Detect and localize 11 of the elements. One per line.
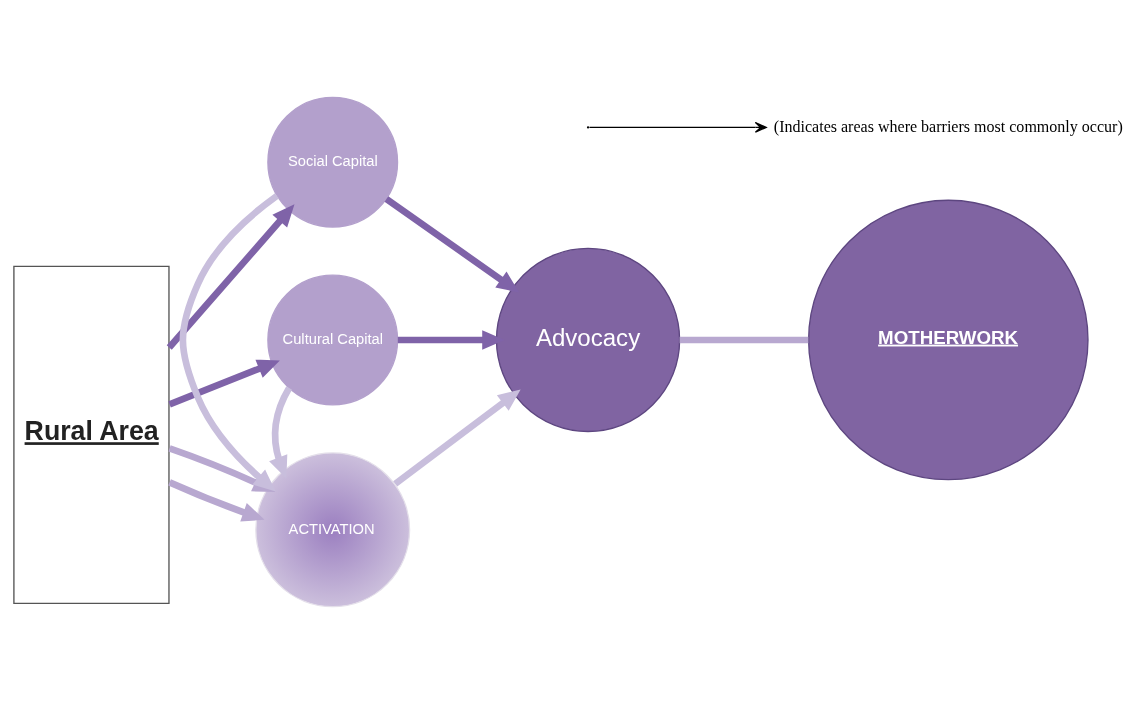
node-box: Rural Area bbox=[13, 265, 170, 604]
arrow bbox=[397, 330, 505, 350]
arrow bbox=[166, 204, 295, 350]
node-circle: MOTHERWORK bbox=[807, 199, 1089, 481]
arrow bbox=[384, 196, 520, 293]
connector bbox=[679, 336, 809, 344]
legend-label: (Indicates areas where barriers most commonly occur) bbox=[773, 117, 1123, 135]
arrow bbox=[393, 389, 521, 487]
arrow bbox=[168, 359, 280, 408]
arrow bbox=[168, 479, 265, 522]
node-circle: Cultural Capital bbox=[267, 274, 399, 406]
